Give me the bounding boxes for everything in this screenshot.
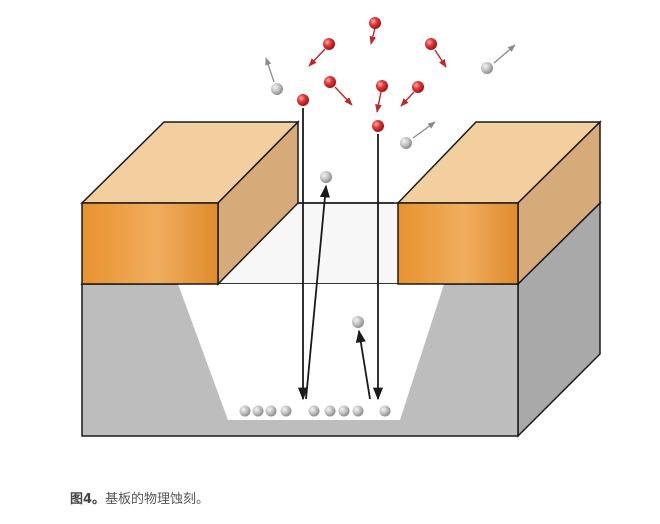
red-ion-icon: [372, 120, 384, 132]
figure-label: 图4。: [70, 492, 106, 507]
gray-atom-icon: [352, 316, 364, 328]
sputter-path-arrow: [305, 184, 330, 400]
red-ion-icon: [297, 94, 309, 106]
gray-atom-icon: [338, 405, 350, 417]
ion-velocity-arrow: [308, 48, 326, 67]
red-ion-icon: [369, 17, 381, 29]
ion-velocity-arrow: [400, 91, 415, 107]
gray-atom-icon: [352, 405, 364, 417]
gray-atom-icon: [324, 405, 336, 417]
ion-velocity-arrow: [434, 49, 447, 68]
ion-velocity-arrow: [369, 27, 377, 45]
ejected-atoms: [265, 44, 516, 149]
trajectories: [297, 108, 384, 401]
gray-atom-icon: [271, 83, 283, 95]
ion-velocity-arrow: [375, 91, 382, 113]
gray-atom-icon: [252, 405, 264, 417]
sputter-path-arrow: [355, 329, 371, 400]
figure-caption-text: 基板的物理蚀刻。: [105, 492, 210, 507]
red-ion-icon: [324, 76, 336, 88]
red-ion-icon: [323, 38, 335, 50]
gray-atom-icon: [239, 405, 251, 417]
gray-atom-icon: [379, 405, 391, 417]
mask-left-front: [81, 202, 219, 285]
gray-atom-icon: [265, 405, 277, 417]
gray-atom-icon: [308, 405, 320, 417]
gray-atom-icon: [400, 137, 412, 149]
gray-atom-icon: [320, 171, 332, 183]
red-ion-icon: [425, 38, 437, 50]
trench-bottom-atoms: [239, 405, 391, 417]
incoming-ions: [297, 17, 447, 132]
atom-velocity-arrow: [493, 44, 516, 64]
gray-atom-icon: [481, 62, 493, 74]
red-ion-icon: [412, 81, 424, 93]
figure-caption: 图4。基板的物理蚀刻。: [70, 488, 209, 507]
mask-block-right: [396, 120, 602, 286]
physical-etching-diagram: [80, 17, 602, 438]
gray-atom-icon: [280, 405, 292, 417]
atom-velocity-arrow: [265, 57, 275, 83]
ion-velocity-arrow: [334, 86, 353, 106]
mask-block-left: [80, 120, 300, 286]
atom-velocity-arrow: [412, 121, 436, 139]
mask-right-front: [397, 202, 519, 285]
red-ion-icon: [376, 80, 388, 92]
